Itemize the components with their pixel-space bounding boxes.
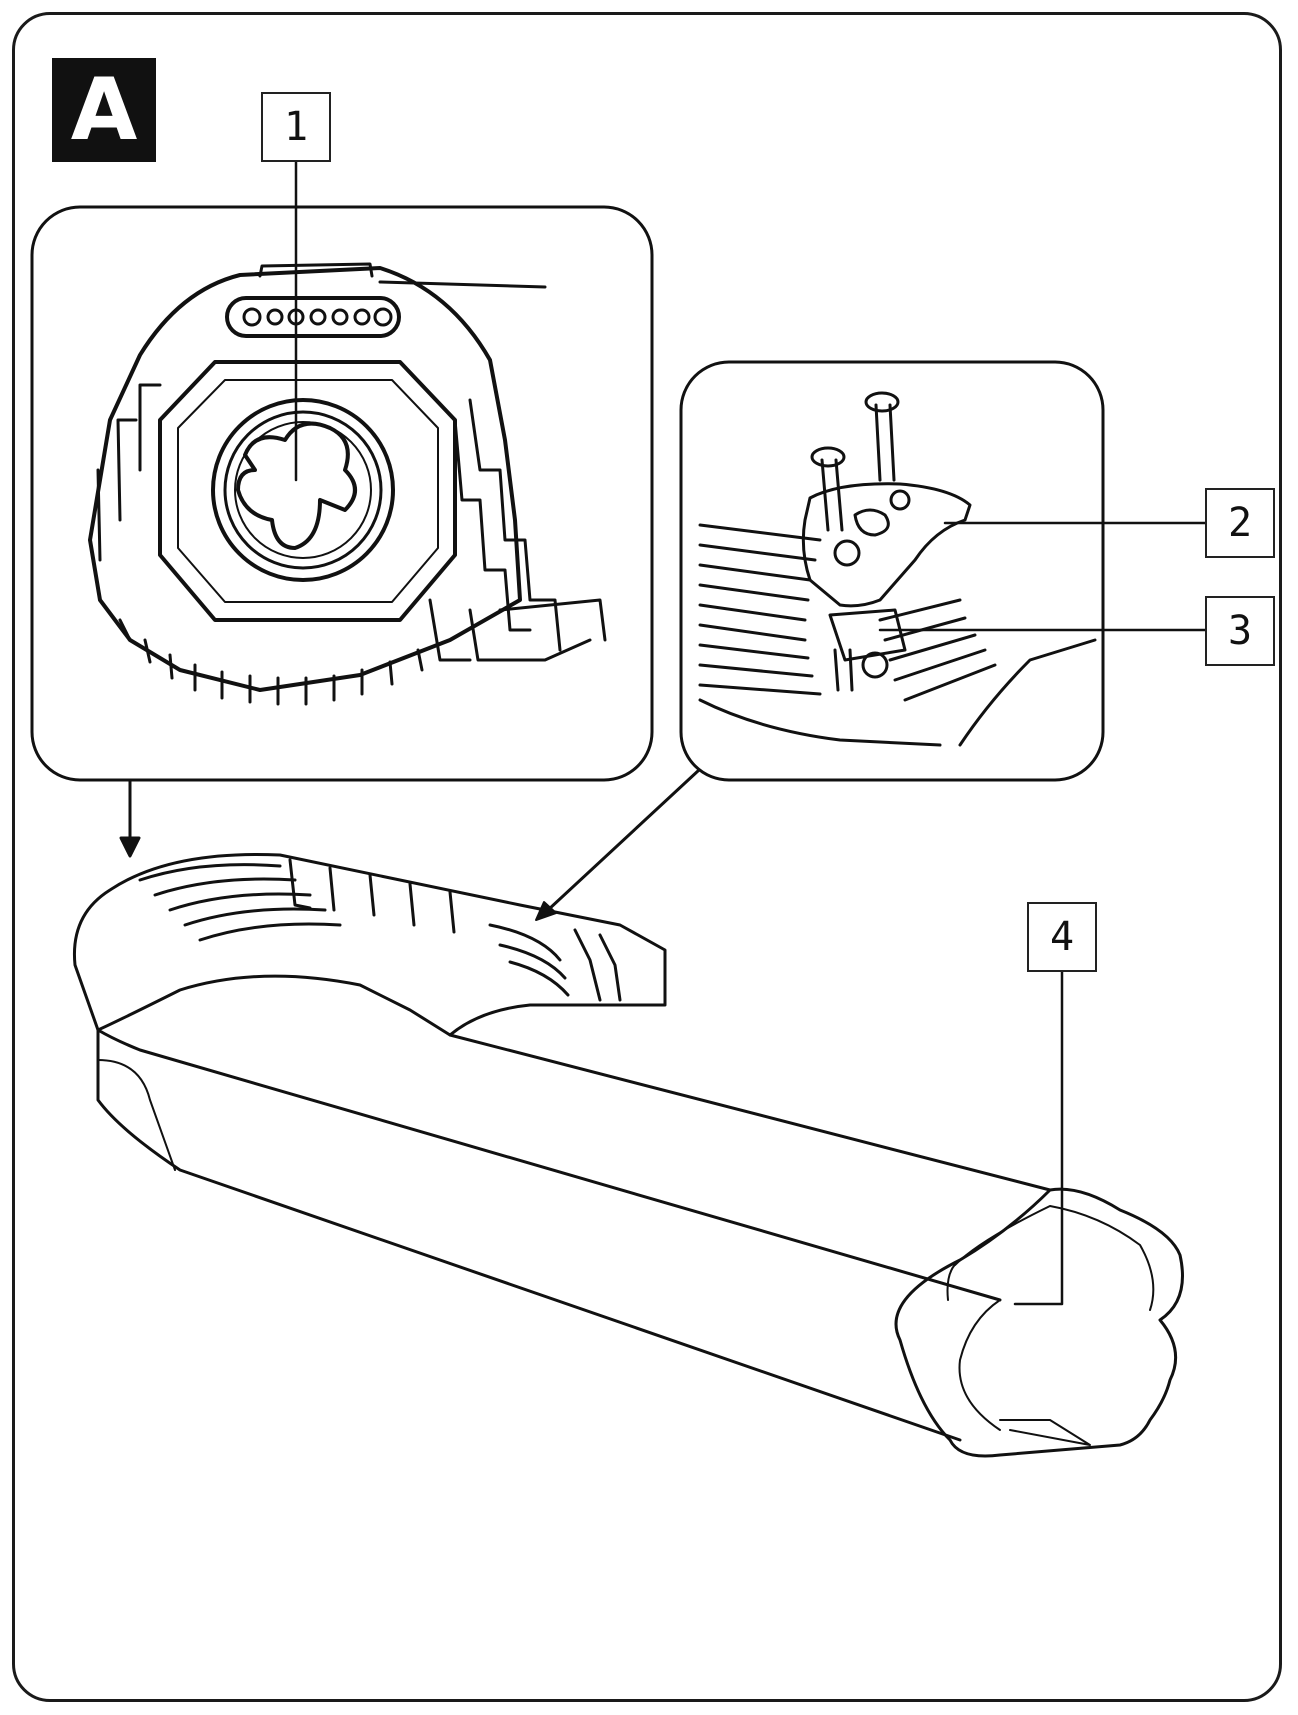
callout-1: 1 — [261, 92, 331, 162]
battery-body — [72, 852, 1184, 1458]
figure-label: A — [52, 58, 156, 162]
detail-panel-mounting-plate — [679, 360, 1105, 782]
detail-panel-connector — [30, 205, 654, 782]
indicator-arrows — [119, 768, 701, 921]
callout-3: 3 — [1205, 596, 1275, 666]
callout-2: 2 — [1205, 488, 1275, 558]
callout-leaders — [294, 160, 1207, 1306]
callout-4: 4 — [1027, 902, 1097, 972]
